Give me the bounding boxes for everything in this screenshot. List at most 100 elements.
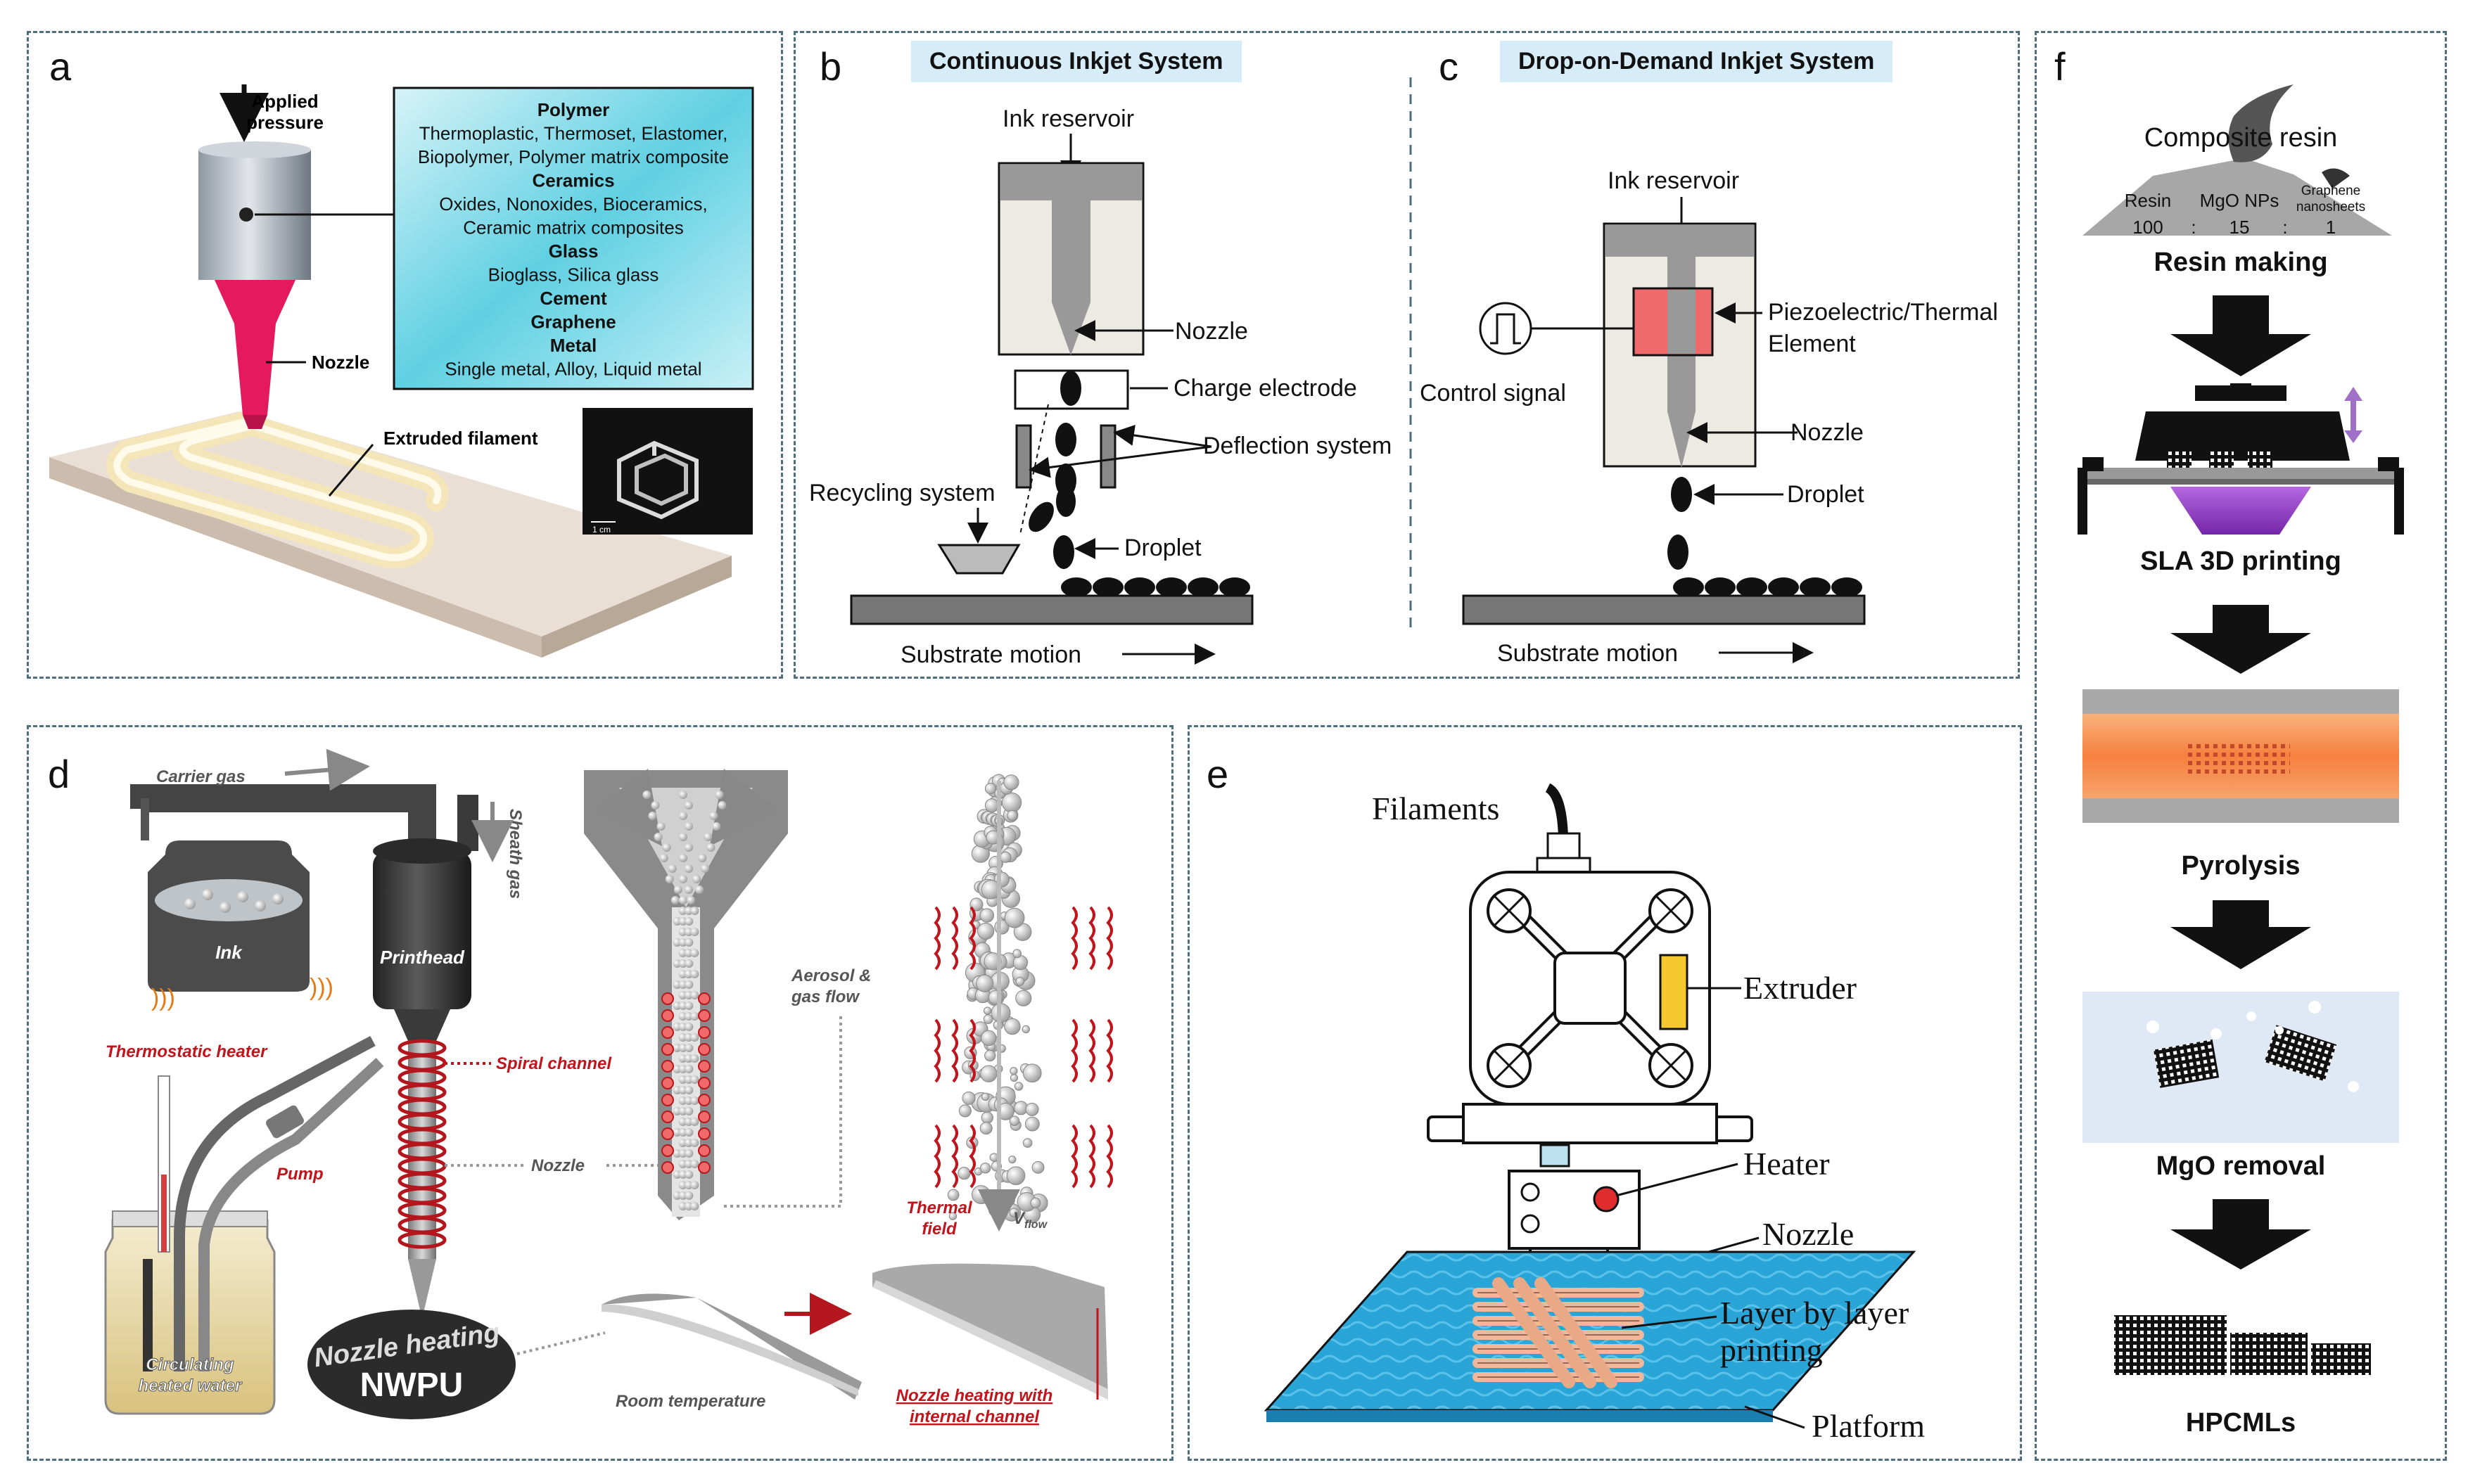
nozzle-label-b: Nozzle: [1175, 318, 1248, 345]
material-items: Oxides, Nonoxides, Bioceramics,: [439, 193, 707, 215]
panel-a-frame: [27, 31, 783, 679]
material-items: Ceramic matrix composites: [463, 217, 684, 238]
ratio-value-2: 15: [2230, 217, 2250, 238]
panel-f: Composite resin Resin MgO NPs Graphene n…: [2078, 84, 2404, 1438]
dod-inkjet-title: Drop-on-Demand Inkjet System: [1500, 41, 1893, 82]
continuous-inkjet-title: Continuous Inkjet System: [911, 41, 1242, 82]
mgo-removal-bath: [2082, 992, 2399, 1143]
pump-label: Pump: [276, 1165, 324, 1184]
spiral-coil: [397, 1039, 447, 1249]
ink-reservoir-label-c: Ink reservoir: [1608, 167, 1739, 194]
ratio-sep-1: :: [2191, 217, 2196, 238]
nozzle-label-c: Nozzle: [1790, 419, 1864, 446]
ratio-value-3: 1: [2326, 217, 2336, 238]
element-label-1: Piezoelectric/Thermal: [1768, 299, 1998, 326]
pump-icon: [266, 1105, 304, 1139]
filament-cable: [1545, 783, 1568, 838]
panel-bc-frame: [794, 31, 2020, 679]
material-category: Glass: [549, 241, 599, 262]
room-temperature-label: Room temperature: [616, 1392, 765, 1411]
ratio-sep-2: :: [2282, 217, 2287, 238]
platform-label: Platform: [1812, 1408, 1925, 1444]
panel-label-f: f: [2054, 44, 2066, 89]
aerosol-label-1: Aerosol &: [791, 966, 871, 985]
ratio-value-1: 100: [2132, 217, 2163, 238]
ratio-label-resin: Resin: [2125, 190, 2171, 211]
extruder-label: Extruder: [1743, 970, 1857, 1006]
vflow-label: Vflow: [1013, 1209, 1048, 1231]
material-items: Single metal, Alloy, Liquid metal: [445, 359, 701, 380]
layer-label-2: printing: [1720, 1332, 1823, 1368]
carrier-gas-pipe: [130, 784, 436, 847]
deposited-droplets-b: [1061, 577, 1250, 597]
droplet-label-b: Droplet: [1124, 535, 1202, 561]
panel-label-a: a: [49, 44, 72, 89]
wireless-icon-right: ))): [310, 974, 333, 1001]
substrate-motion-label-b: Substrate motion: [901, 641, 1081, 668]
element-label-2: Element: [1768, 331, 1856, 357]
sla-printer: [2078, 383, 2404, 535]
recycling-tray: [937, 544, 1021, 575]
material-category: Polymer: [538, 99, 610, 120]
spiral-nozzle: [408, 1041, 436, 1259]
thermal-field-label-2: field: [922, 1220, 958, 1239]
nozzle-heating-internal-label-2: internal channel: [910, 1407, 1040, 1426]
printed-layers: [1472, 1277, 1644, 1388]
material-category: Ceramics: [532, 170, 614, 191]
aerosol-particles: [642, 791, 727, 1210]
panel-label-b: b: [820, 44, 842, 89]
resin-pile: [2082, 158, 2392, 236]
control-signal-icon: [1479, 302, 1532, 355]
ratio-label-nanosheets: nanosheets: [2296, 200, 2365, 215]
flow-arrows: [2170, 295, 2311, 1269]
filaments-label: Filaments: [1372, 791, 1499, 826]
thermostatic-heater-label: Thermostatic heater: [106, 1042, 268, 1061]
panel-label-e: e: [1207, 752, 1229, 796]
panel-label-c: c: [1439, 44, 1458, 89]
printhead-label: Printhead: [380, 947, 465, 968]
material-items: Thermoplastic, Thermoset, Elastomer,: [419, 123, 728, 144]
panel-e-frame: [1188, 725, 2022, 1461]
resin-drop-icon: [2228, 84, 2294, 162]
panel-d-frame: [27, 725, 1173, 1461]
step-pyrolysis: Pyrolysis: [2182, 851, 2301, 881]
control-signal-label: Control signal: [1420, 380, 1566, 407]
wireless-icon-left: ))): [151, 985, 175, 1011]
material-items: Biopolymer, Polymer matrix composite: [418, 146, 729, 167]
ink-label: Ink: [215, 942, 243, 963]
nwpu-text: NWPU: [360, 1367, 464, 1404]
deflection-system-label: Deflection system: [1203, 433, 1392, 459]
panel-label-d: d: [48, 752, 70, 796]
aerosol-label-2: gas flow: [791, 987, 860, 1006]
heater-label: Heater: [1743, 1146, 1830, 1182]
pink-nozzle: [215, 280, 295, 415]
heater-block: [1508, 1170, 1641, 1250]
material-items: Bioglass, Silica glass: [488, 264, 659, 286]
pyrolysis-furnace: [2082, 689, 2399, 823]
panel-d: Carrier gas Sheath gas Ink ))) ))) Print…: [104, 748, 1113, 1426]
nozzle-heating-internal-label-1: Nozzle heating with: [896, 1386, 1053, 1405]
panel-c: Ink reservoir Piezoelectric/Thermal Elem…: [1420, 167, 1998, 667]
applied-pressure-label-2: pressure: [246, 112, 324, 133]
substrate-b: [850, 594, 1254, 625]
nwpu-badge: [307, 1310, 516, 1419]
panel-f-frame: [2035, 31, 2447, 1461]
extruded-filament-label: Extruded filament: [383, 428, 538, 449]
charge-electrode-label: Charge electrode: [1173, 375, 1357, 402]
deposited-droplets-c: [1673, 577, 1862, 597]
printhead-body: [373, 851, 471, 1009]
panel-a: Applied pressure Nozzle Extruded filamen…: [49, 84, 754, 658]
step-hpcmls: HPCMLs: [2186, 1408, 2296, 1438]
carrier-gas-label: Carrier gas: [156, 767, 246, 786]
material-category: Metal: [550, 335, 597, 356]
material-category: Graphene: [530, 312, 616, 333]
step-sla-printing: SLA 3D printing: [2140, 546, 2341, 576]
ink-reservoir-label-b: Ink reservoir: [1003, 105, 1134, 132]
nozzle-label-a: Nozzle: [312, 352, 369, 373]
panel-e: Filaments Extruder H: [1264, 783, 1925, 1444]
panel-b: Ink reservoir Nozzle Charge electrode De…: [809, 105, 1392, 668]
ratio-label-graphene: Graphene: [2301, 184, 2361, 198]
deflection-plate-right: [1100, 424, 1117, 489]
material-category: Cement: [540, 288, 607, 309]
